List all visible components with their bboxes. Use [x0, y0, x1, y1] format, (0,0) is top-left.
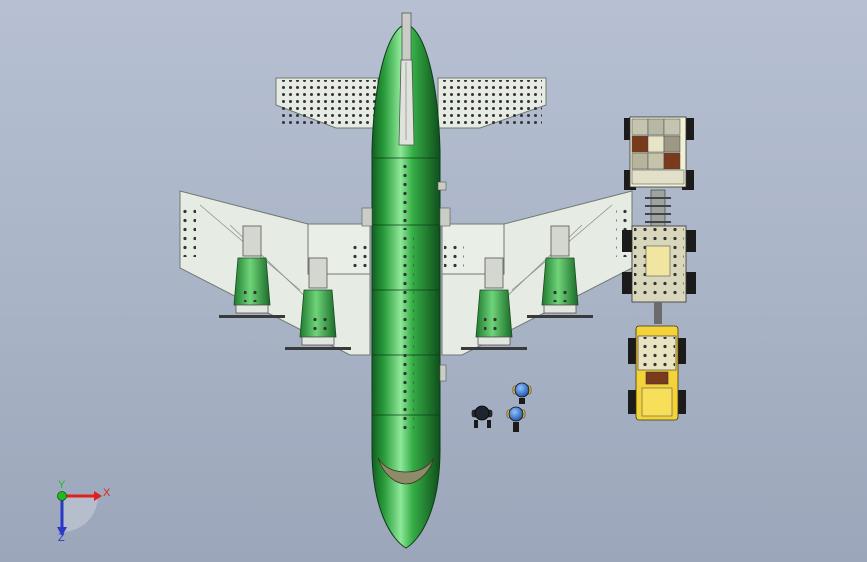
z-axis-label: Z — [58, 532, 65, 544]
engine-inner-right[interactable] — [461, 257, 527, 350]
y-axis-dot — [57, 491, 67, 501]
triad-graphic — [57, 491, 102, 536]
engine-inner-left[interactable] — [285, 257, 351, 350]
engine-outer-left[interactable] — [219, 225, 285, 318]
aircraft-model[interactable] — [179, 12, 633, 549]
triad-plane-shading — [62, 496, 98, 532]
baggage-trailer[interactable] — [622, 225, 696, 324]
x-axis-arrowhead — [94, 491, 102, 501]
ground-crew-figure-2[interactable] — [506, 406, 526, 432]
baggage-cart[interactable] — [624, 116, 694, 190]
fuselage[interactable] — [371, 23, 441, 549]
x-axis-label: X — [103, 487, 111, 499]
coordinate-triad: X Y Z — [0, 0, 120, 562]
left-stabilizer[interactable] — [275, 77, 379, 129]
right-stabilizer[interactable] — [437, 77, 547, 129]
z-axis-arrowhead — [57, 527, 67, 536]
tow-bar — [645, 189, 671, 229]
y-axis-label: Y — [58, 479, 66, 491]
vertical-tail[interactable] — [398, 12, 415, 146]
tow-tractor[interactable] — [628, 325, 686, 421]
ground-crew-figure-3[interactable] — [471, 405, 493, 428]
ground-crew-figure-1[interactable] — [512, 382, 532, 404]
engine-outer-right[interactable] — [527, 225, 593, 318]
